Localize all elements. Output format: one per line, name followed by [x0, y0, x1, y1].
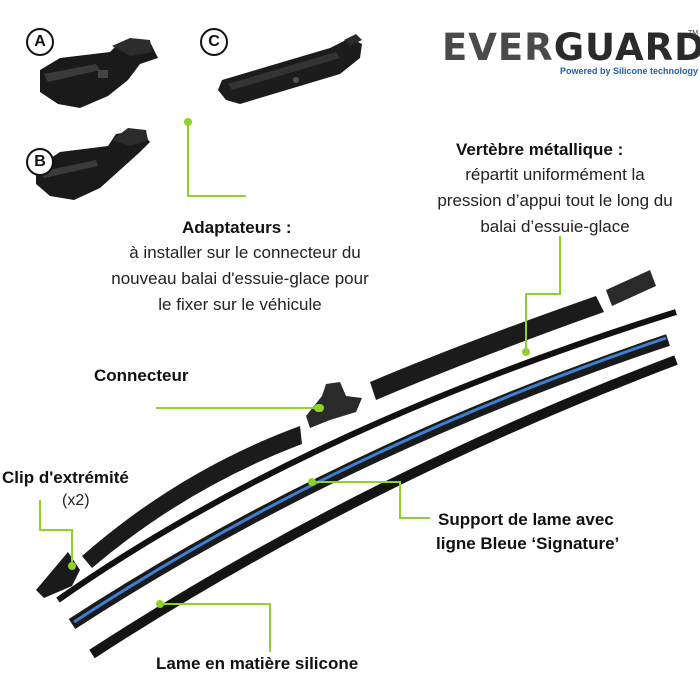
logo-part2: GUARD — [553, 26, 700, 69]
endclip-qty: (x2) — [62, 492, 90, 509]
callout-dots — [68, 118, 530, 608]
adapters-line3: le fixer sur le véhicule — [158, 295, 322, 314]
adapters-line1: à installer sur le connecteur du — [129, 243, 361, 262]
brand-tagline: Powered by Silicone technology — [560, 66, 699, 76]
adapter-b-image — [36, 128, 150, 200]
badge-a: A — [26, 28, 54, 56]
blue-signature-line — [73, 336, 667, 624]
adapter-c-image — [218, 34, 362, 104]
adapter-a-image — [40, 38, 158, 108]
logo-part1: EVER — [442, 26, 554, 69]
spine-cover-right — [370, 296, 604, 400]
endclip-title: Clip d'extrémité — [2, 468, 129, 487]
support-line2: ligne Bleue ‘Signature’ — [436, 534, 620, 553]
spine-line1: répartit uniformément la — [465, 165, 645, 184]
callout-lines — [39, 122, 561, 652]
trademark: TM — [688, 30, 699, 37]
adapters-title: Adaptateurs : — [182, 218, 292, 237]
spine-cover-left — [82, 426, 302, 568]
spine-title: Vertèbre métallique : — [456, 140, 624, 159]
blade-label: Lame en matière silicone — [156, 654, 359, 673]
badge-b: B — [26, 148, 54, 176]
silicone-blade — [89, 355, 678, 659]
spine-line3: balai d’essuie-glace — [480, 217, 630, 236]
support-line1: Support de lame avec — [438, 510, 614, 529]
metal-spine — [56, 309, 677, 603]
spine-line2: pression d’appui tout le long du — [437, 191, 673, 210]
spine-end-right — [606, 270, 656, 306]
connector-label: Connecteur — [94, 366, 189, 385]
brand-logo: EVERGUARD — [442, 26, 700, 69]
adapters-line2: nouveau balai d'essuie-glace pour — [111, 269, 369, 288]
connector-image — [306, 382, 362, 428]
badge-c: C — [200, 28, 228, 56]
